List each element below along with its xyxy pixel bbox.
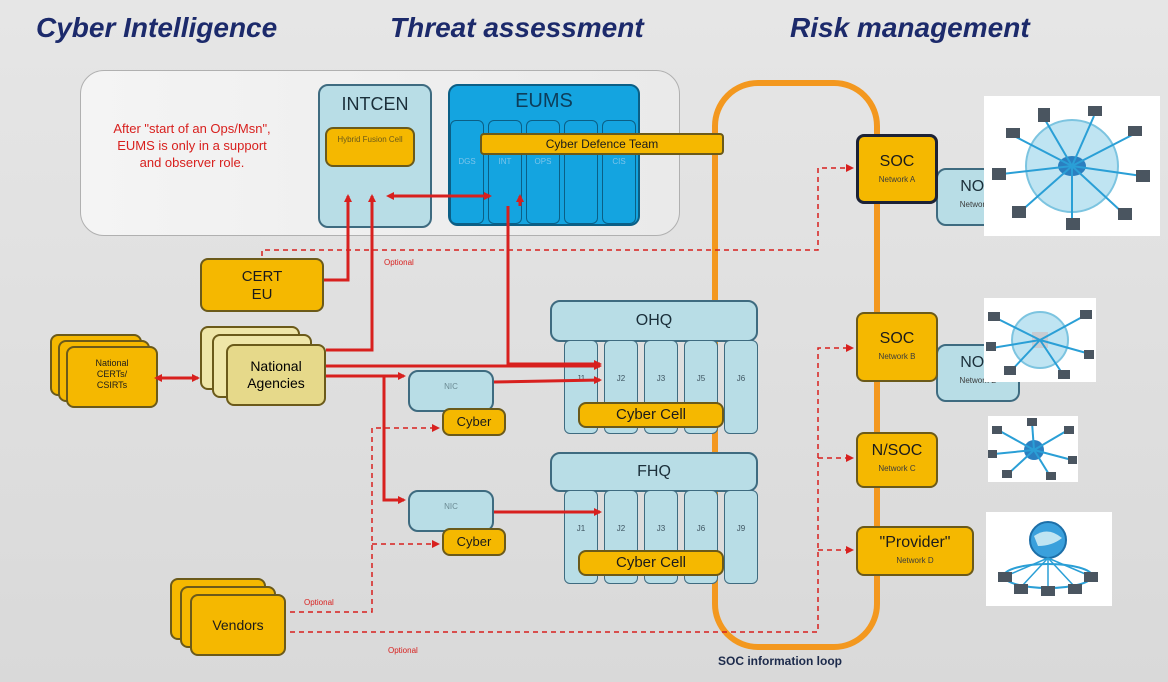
dashed-cert-to-soc-a <box>261 164 854 256</box>
dashed-vendors-to-provider <box>290 344 854 633</box>
ohq-column-j6: J6 <box>724 340 758 434</box>
national-agencies-box: National Agencies <box>226 344 326 406</box>
soc-loop-label: SOC information loop <box>718 654 842 668</box>
eums-column-label: DGS <box>458 157 476 166</box>
ohq-header: OHQ <box>550 300 758 342</box>
ohq-column-label: J5 <box>696 374 706 383</box>
arrow-agencies-to-intcen <box>326 194 376 352</box>
fhq-column-label: J1 <box>576 524 586 533</box>
eums-column-label: INT <box>498 157 512 166</box>
header-cyber-intelligence: Cyber Intelligence <box>36 12 278 43</box>
hybrid-fusion-cell: Hybrid Fusion Cell <box>325 127 415 167</box>
optional-label-vendors-top: Optional <box>304 598 334 607</box>
cyber-defence-team: Cyber Defence Team <box>480 133 724 155</box>
fhq-column-label: J2 <box>616 524 626 533</box>
fhq-column-j9: J9 <box>724 490 758 584</box>
fhq-column-label: J3 <box>656 524 666 533</box>
soc-network-b: SOC Network B <box>856 312 938 382</box>
fhq-column-label: J6 <box>696 524 706 533</box>
eums-title: EUMS <box>515 90 573 112</box>
eums-column-dgs: DGS <box>450 120 484 224</box>
ohq-column-label: J2 <box>616 374 626 383</box>
network-b-topology-icon <box>986 310 1094 379</box>
soc-network-a: SOC Network A <box>856 134 938 204</box>
network-a-topology-icon <box>992 106 1150 230</box>
ohq-column-label: J6 <box>736 374 746 383</box>
eums-column-label: CIS <box>612 157 626 166</box>
network-a-topology-image <box>984 96 1160 236</box>
arrow-nic-top-to-ohq <box>493 376 602 385</box>
note-line-2: EUMS is only in a support <box>117 138 267 153</box>
ohq-column-label: J3 <box>656 374 666 383</box>
header-risk-management: Risk management <box>790 12 1030 43</box>
optional-label-top: Optional <box>384 258 414 267</box>
network-b-topology-image <box>984 298 1096 382</box>
arrow-eums-to-ohq-j2 <box>506 206 602 368</box>
note-line-1: After "start of an Ops/Msn", <box>113 121 271 136</box>
network-c-topology-image <box>988 416 1078 482</box>
cert-eu-box: CERT EU <box>200 258 324 312</box>
arrow-agencies-to-nic-bottom <box>326 374 406 504</box>
eums-role-note: After "start of an Ops/Msn", EUMS is onl… <box>92 120 292 180</box>
header-threat-assessment: Threat assessment <box>390 12 644 43</box>
vendors-box: Vendors <box>190 594 286 656</box>
nic-top-cyber: Cyber <box>442 408 506 436</box>
fhq-header: FHQ <box>550 452 758 492</box>
network-d-topology-icon <box>998 521 1098 596</box>
national-certs-box: National CERTs/ CSIRTs <box>66 346 158 408</box>
network-d-topology-image <box>986 512 1112 606</box>
ohq-column-label: J1 <box>576 374 586 383</box>
eums-column-label: OPS <box>534 157 552 166</box>
network-c-topology-icon <box>988 418 1077 480</box>
fhq-column-label: J9 <box>736 524 746 533</box>
optional-label-vendors-bottom: Optional <box>388 646 418 655</box>
intcen-title: INTCEN <box>341 94 409 114</box>
note-line-3: and observer role. <box>139 155 245 170</box>
nsoc-network-c: N/SOC Network C <box>856 432 938 488</box>
dashed-vendors-to-cyber-top <box>290 424 440 613</box>
ohq-cyber-cell: Cyber Cell <box>578 402 724 428</box>
nic-bottom-cyber: Cyber <box>442 528 506 556</box>
fhq-cyber-cell: Cyber Cell <box>578 550 724 576</box>
arrow-cert-to-intcen <box>324 194 352 282</box>
provider-network-d: "Provider" Network D <box>856 526 974 576</box>
